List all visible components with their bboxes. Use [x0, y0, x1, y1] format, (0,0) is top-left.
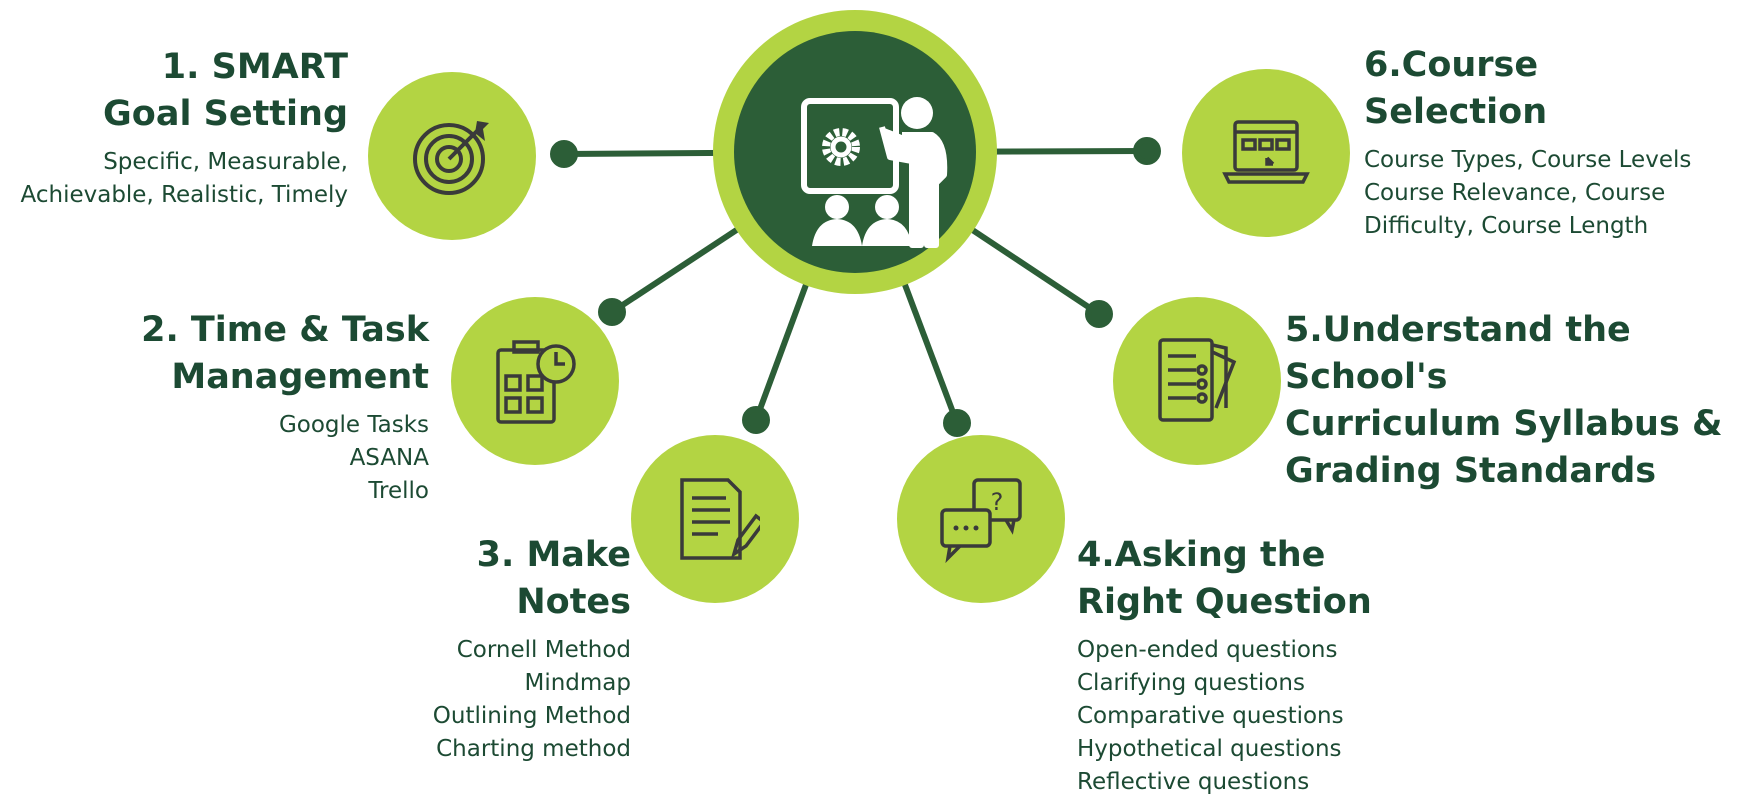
connector-dot-1 [550, 140, 578, 168]
connector-dot-2 [598, 298, 626, 326]
item-title-line: Management [171, 357, 429, 397]
item-detail: Charting method [436, 736, 631, 762]
item-detail: Specific, Measurable, [103, 149, 348, 175]
item-detail: Course Relevance, Course [1364, 180, 1666, 206]
item-detail: Reflective questions [1077, 769, 1310, 795]
item-detail: ASANA [349, 445, 429, 471]
node-asking-questions: ? [897, 435, 1065, 603]
syllabus-documents-icon [1158, 338, 1237, 422]
laptop-course-icon [1222, 120, 1310, 184]
teacher-presentation-icon [801, 97, 948, 248]
item-smart-goal-text: 1. SMART Goal Setting Specific, Measurabl… [21, 44, 348, 212]
item-detail: Open-ended questions [1077, 637, 1338, 663]
connector-dot-4 [943, 409, 971, 437]
chat-question-icon: ? [940, 478, 1022, 564]
item-detail: Google Tasks [278, 412, 429, 438]
item-detail: Clarifying questions [1077, 670, 1305, 696]
item-detail: Hypothetical questions [1077, 736, 1342, 762]
notes-pencil-icon [680, 478, 760, 560]
connector-dot-3 [742, 406, 770, 434]
item-detail: Comparative questions [1077, 703, 1344, 729]
item-title-line: Curriculum Syllabus & [1285, 404, 1723, 444]
item-title-line: 4.Asking the [1077, 535, 1326, 575]
item-title-line: 6.Course [1364, 45, 1539, 85]
item-detail: Course Types, Course Levels [1364, 147, 1692, 173]
target-icon [413, 121, 489, 195]
node-time-task [451, 297, 619, 465]
item-title-line: Selection [1364, 92, 1548, 132]
item-title-line: Notes [516, 582, 631, 622]
node-smart-goal [368, 72, 536, 240]
item-title-line: 5.Understand the School's [1285, 310, 1631, 397]
item-title-line: Goal Setting [103, 94, 348, 134]
node-course-selection [1182, 69, 1350, 237]
item-detail: Cornell Method [456, 637, 631, 663]
item-title-line: 2. Time & Task [141, 310, 429, 350]
svg-text:?: ? [991, 488, 1004, 516]
item-title-line: 3. Make [476, 535, 631, 575]
item-detail: Mindmap [524, 670, 631, 696]
item-detail: Difficulty, Course Length [1364, 213, 1649, 239]
connector-dot-6 [1133, 137, 1161, 165]
center-hub [713, 10, 997, 294]
node-curriculum [1113, 297, 1281, 465]
item-title-line: 1. SMART [161, 47, 348, 87]
node-make-notes [631, 435, 799, 603]
item-detail: Achievable, Realistic, Timely [20, 182, 348, 208]
item-title-line: Grading Standards [1285, 451, 1657, 491]
item-title-line: Right Question [1077, 582, 1372, 622]
item-detail: Outlining Method [432, 703, 631, 729]
item-detail: Trello [368, 478, 429, 504]
checklist-clock-icon [496, 340, 576, 424]
connector-dot-5 [1085, 300, 1113, 328]
